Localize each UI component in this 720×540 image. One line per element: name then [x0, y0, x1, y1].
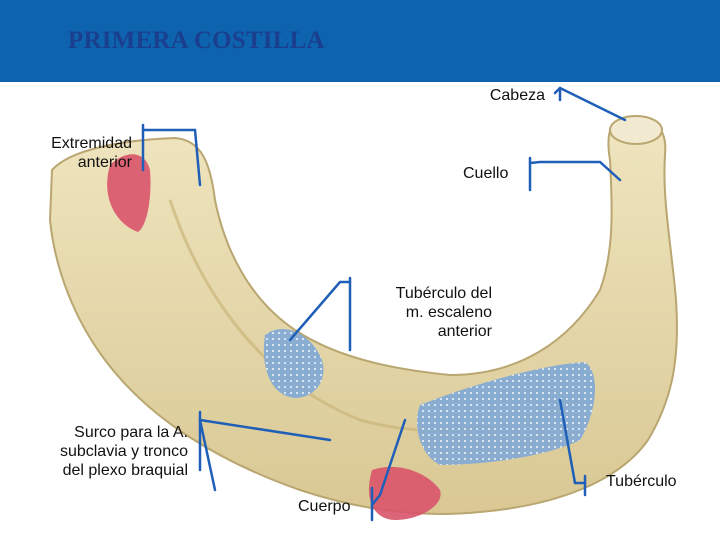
- label-escaleno-line1: Tubérculo del: [395, 285, 492, 302]
- label-cuerpo: Cuerpo: [298, 498, 351, 515]
- label-cabeza: Cabeza: [489, 87, 545, 104]
- rib-head: [609, 115, 663, 145]
- leader-line-surco: [198, 418, 332, 442]
- leader-line-extremidad: [141, 128, 202, 187]
- label-extremidad-line2: anterior: [77, 154, 132, 171]
- label-surco-line3: del plexo braquial: [62, 462, 188, 479]
- leader-line-cabeza: [553, 86, 627, 122]
- muscle-origin-anterior: [107, 154, 151, 232]
- leader-line-escaleno: [288, 280, 352, 342]
- leader-line-cuerpo: [370, 418, 407, 507]
- label-extremidad-anterior: Extremidad anterior: [30, 134, 132, 172]
- leader-line-cuello: [528, 160, 622, 182]
- leader-line-tuberculo: [558, 398, 587, 485]
- label-surco-subclavia: Surco para la A. subclavia y tronco del …: [20, 423, 188, 480]
- label-tuberculo: Tubérculo: [606, 473, 677, 490]
- label-escaleno-line2: m. escaleno: [405, 304, 492, 321]
- label-tuberculo-escaleno: Tubérculo del m. escaleno anterior: [360, 284, 492, 341]
- label-escaleno-line3: anterior: [437, 323, 492, 340]
- label-surco-line2: subclavia y tronco: [59, 443, 188, 460]
- page-title: PRIMERA COSTILLA: [68, 27, 325, 54]
- label-surco-line1: Surco para la A.: [74, 424, 188, 441]
- label-cuello: Cuello: [463, 165, 509, 182]
- muscle-origin-body: [368, 466, 441, 520]
- title-banner: PRIMERA COSTILLA: [0, 0, 720, 82]
- label-extremidad-line1: Extremidad: [51, 135, 132, 152]
